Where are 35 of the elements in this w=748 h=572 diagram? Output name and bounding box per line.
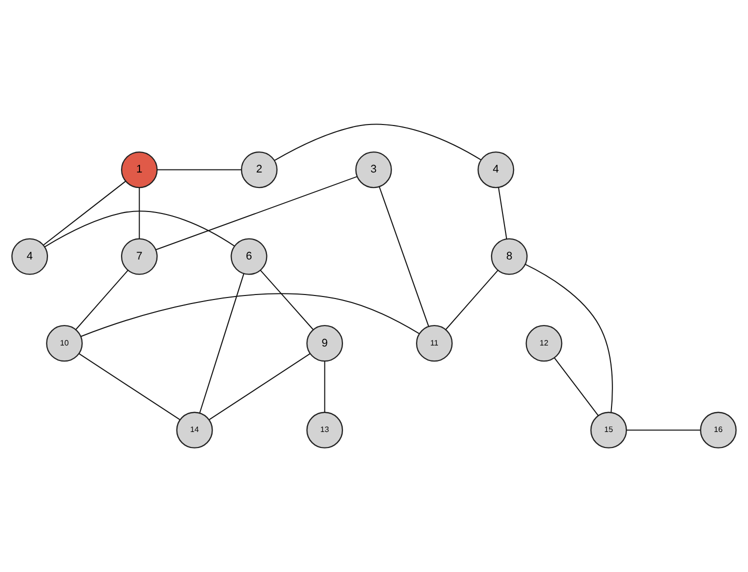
node-circle: 12	[526, 324, 562, 362]
connector	[378, 186, 430, 326]
node-circle: 13	[306, 412, 344, 448]
connector	[274, 124, 482, 161]
node-circle: 4	[478, 151, 514, 188]
connector	[525, 264, 613, 412]
connector	[324, 361, 326, 412]
node-circle: 6	[230, 238, 268, 275]
node-circle: 14	[176, 412, 213, 448]
node-circle: 15	[590, 412, 627, 448]
connector	[498, 187, 508, 240]
node-circle: 7	[121, 238, 158, 275]
connector	[260, 270, 314, 330]
connector	[76, 270, 128, 330]
node-circle: 8	[490, 238, 528, 275]
node-circle: 16	[700, 412, 737, 448]
connector	[80, 293, 420, 337]
connector	[138, 188, 140, 239]
connector	[157, 169, 242, 170]
node-circle: 11	[416, 324, 453, 362]
node-circle: 2	[240, 151, 278, 188]
node-circle: 3	[355, 151, 392, 188]
node-circle: 10	[46, 324, 83, 362]
connector	[156, 176, 358, 250]
connector	[43, 180, 126, 246]
node-circle: 9	[306, 324, 344, 362]
connector	[554, 358, 599, 416]
connector	[209, 353, 310, 420]
connector	[44, 210, 235, 248]
connector	[626, 430, 700, 431]
connector	[78, 353, 180, 420]
node-circle: 1	[121, 151, 158, 188]
node-circle: 4	[11, 238, 48, 275]
connector	[199, 274, 244, 414]
connector	[445, 270, 498, 330]
